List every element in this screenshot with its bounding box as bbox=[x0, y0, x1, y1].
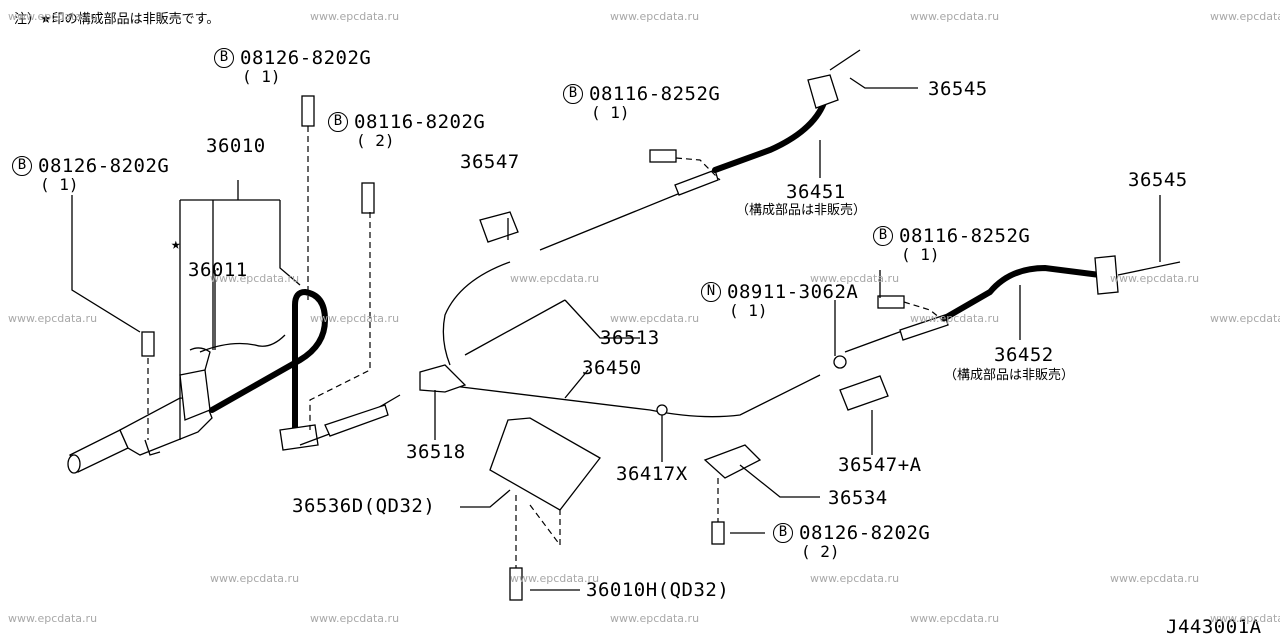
star-marker: ★ bbox=[171, 234, 182, 253]
clip-36547a bbox=[839, 375, 889, 411]
watermark: www.epcdata.ru bbox=[910, 10, 1000, 23]
fastener-badge: B bbox=[563, 84, 583, 104]
fastener-code: 08126-8202G bbox=[240, 47, 372, 69]
watermark: www.epcdata.ru bbox=[8, 612, 98, 625]
bolt-08126-8202g-bottom bbox=[711, 521, 725, 545]
fastener-badge: B bbox=[214, 48, 234, 68]
fastener-code: 08116-8202G bbox=[354, 111, 486, 133]
label-36010h: 36010H(QD32) bbox=[586, 579, 730, 601]
label-36547: 36547 bbox=[460, 151, 520, 173]
label-36534: 36534 bbox=[828, 487, 888, 509]
watermark: www.epcdata.ru bbox=[610, 312, 700, 325]
label-36513: 36513 bbox=[600, 327, 660, 349]
fastener-qty: ( 1) bbox=[40, 175, 79, 194]
bolt-08116-8252g-right bbox=[877, 295, 905, 309]
watermark: www.epcdata.ru bbox=[910, 312, 1000, 325]
fastener-badge: B bbox=[12, 156, 32, 176]
fastener-qty: ( 1) bbox=[591, 103, 630, 122]
leader-lines bbox=[71, 77, 1161, 591]
watermark: www.epcdata.ru bbox=[1110, 572, 1200, 585]
heat-shield-36536d bbox=[489, 417, 601, 511]
clip-36547 bbox=[479, 211, 519, 243]
label-36547a: 36547+A bbox=[838, 454, 922, 476]
watermark: www.epcdata.ru bbox=[1110, 272, 1200, 285]
watermark: www.epcdata.ru bbox=[210, 272, 300, 285]
fastener-badge: B bbox=[773, 523, 793, 543]
label-36536d: 36536D(QD32) bbox=[292, 495, 436, 517]
watermark: www.epcdata.ru bbox=[8, 10, 98, 23]
label-36011: 36011 bbox=[188, 259, 248, 281]
bolt-08126-8202g-left bbox=[141, 331, 155, 357]
fastener-qty: ( 1) bbox=[729, 301, 768, 320]
label-36452-note: （構成部品は非販売） bbox=[944, 368, 1075, 383]
label-36451: 36451 bbox=[786, 181, 846, 203]
cable-36451 bbox=[442, 49, 861, 366]
bolt-08116-8252g-top bbox=[649, 149, 677, 163]
nut-08911-3062a bbox=[833, 355, 847, 369]
watermark: www.epcdata.ru bbox=[310, 312, 400, 325]
fastener-code: 08116-8252G bbox=[899, 225, 1031, 247]
watermark: www.epcdata.ru bbox=[910, 612, 1000, 625]
label-36518: 36518 bbox=[406, 441, 466, 463]
watermark: www.epcdata.ru bbox=[1210, 612, 1280, 625]
fastener-qty: ( 2) bbox=[356, 131, 395, 150]
note-text: 注）★印の構成部品は非販売です。 bbox=[14, 12, 220, 27]
label-36545-right: 36545 bbox=[1128, 169, 1188, 191]
grommet-36417x bbox=[656, 404, 668, 416]
watermark: www.epcdata.ru bbox=[1210, 312, 1280, 325]
watermark: www.epcdata.ru bbox=[210, 572, 300, 585]
fastener-code: 08126-8202G bbox=[799, 522, 931, 544]
wire-36011 bbox=[199, 334, 286, 353]
watermark: www.epcdata.ru bbox=[610, 10, 700, 23]
label-36450: 36450 bbox=[582, 357, 642, 379]
watermark: www.epcdata.ru bbox=[810, 272, 900, 285]
watermark: www.epcdata.ru bbox=[510, 572, 600, 585]
fastener-code: 08116-8252G bbox=[589, 83, 721, 105]
fastener-badge: N bbox=[701, 282, 721, 302]
bolt-08126-8202g-top bbox=[301, 95, 315, 127]
front-cable-36450 bbox=[299, 374, 821, 446]
label-36452: 36452 bbox=[994, 344, 1054, 366]
watermark: www.epcdata.ru bbox=[8, 312, 98, 325]
cable-36513 bbox=[464, 299, 566, 356]
fastener-qty: ( 2) bbox=[801, 542, 840, 561]
parking-brake-lever bbox=[67, 347, 213, 474]
watermark: www.epcdata.ru bbox=[1210, 10, 1280, 23]
watermark: www.epcdata.ru bbox=[810, 572, 900, 585]
fastener-badge: B bbox=[873, 226, 893, 246]
watermark: www.epcdata.ru bbox=[310, 612, 400, 625]
bracket-36534 bbox=[703, 444, 762, 479]
label-36545-top: 36545 bbox=[928, 78, 988, 100]
cable-36452 bbox=[844, 255, 1181, 353]
diagram-id: J443001A bbox=[1166, 616, 1262, 638]
watermark: www.epcdata.ru bbox=[310, 10, 400, 23]
fastener-qty: ( 1) bbox=[901, 245, 940, 264]
fastener-badge: B bbox=[328, 112, 348, 132]
fastener-code: 08126-8202G bbox=[38, 155, 170, 177]
equalizer-36518 bbox=[419, 364, 467, 393]
label-36417x: 36417X bbox=[616, 463, 688, 485]
fastener-qty: ( 1) bbox=[242, 67, 281, 86]
label-36010: 36010 bbox=[206, 135, 266, 157]
fastener-code: 08911-3062A bbox=[727, 281, 859, 303]
bolt-08116-8202g bbox=[361, 182, 375, 214]
lever-rod bbox=[209, 288, 329, 451]
label-36451-note: （構成部品は非販売） bbox=[736, 203, 867, 218]
dashed-alignment-lines bbox=[147, 126, 946, 568]
watermark: www.epcdata.ru bbox=[610, 612, 700, 625]
watermark: www.epcdata.ru bbox=[510, 272, 600, 285]
